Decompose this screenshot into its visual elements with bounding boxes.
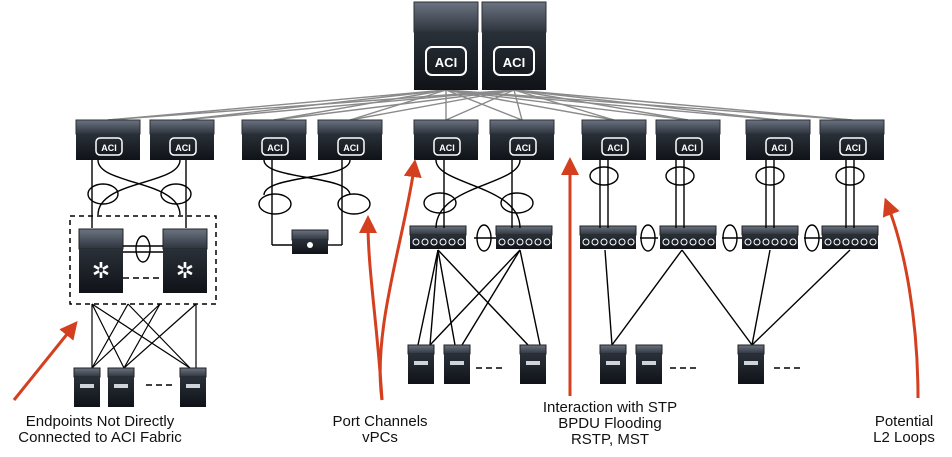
server-icon <box>635 344 663 384</box>
server-icon <box>407 344 435 384</box>
leaf-logo-text: ACI <box>681 143 697 153</box>
leaf-logo-text: ACI <box>607 143 623 153</box>
fabric-extender-icon <box>495 225 553 249</box>
caption-line: BPDU Flooding <box>558 415 662 432</box>
nexus-switch-icon: ✲ <box>78 228 124 293</box>
nexus-switch-icon: ✲ <box>162 228 208 293</box>
spine-logo-text: ACI <box>503 55 525 70</box>
aci-spine-switch-icon: ACI <box>425 46 467 76</box>
fabric-extender-icon <box>409 225 467 249</box>
svg-text:✲: ✲ <box>176 259 194 284</box>
endpoint-group-3-links <box>417 159 541 346</box>
leaf-switch-2: ACI <box>149 119 215 160</box>
leaf-switch-8: ACI <box>655 119 721 160</box>
endpoint-group-1 <box>87 159 192 228</box>
leaf-logo-text: ACI <box>343 143 359 153</box>
leaf-switch-4: ACI <box>317 119 383 160</box>
dashed-group-box <box>69 215 217 305</box>
leaf-logo-text: ACI <box>439 143 455 153</box>
aci-leaf-switch-icon: ACI <box>601 137 629 156</box>
caption-endpoints: Endpoints Not Directly Connected to ACI … <box>0 414 200 446</box>
fabric-extender-icon <box>821 225 879 249</box>
endpoint-group-4-links <box>589 160 865 346</box>
server-links-group-1 <box>91 303 197 369</box>
leaf-switch-1: ACI <box>75 119 141 160</box>
caption-line: RSTP, MST <box>570 431 650 448</box>
caption-line: vPCs <box>362 429 398 446</box>
aci-leaf-switch-icon: ACI <box>675 137 703 156</box>
caption-line: L2 Loops <box>873 429 935 446</box>
caption-line: Port Channels <box>332 413 428 430</box>
aci-leaf-switch-icon: ACI <box>839 137 867 156</box>
caption-portchannels: Port Channels vPCs <box>320 414 440 446</box>
aci-leaf-switch-icon: ACI <box>509 137 537 156</box>
svg-text:✲: ✲ <box>92 259 110 284</box>
aci-leaf-switch-icon: ACI <box>169 137 197 156</box>
server-icon <box>73 367 101 407</box>
spine-switch-1: ACI <box>413 1 479 90</box>
spine-logo-text: ACI <box>435 55 457 70</box>
fabric-extenders <box>409 225 879 249</box>
leaf-switch-7: ACI <box>581 119 647 160</box>
aci-leaf-switch-icon: ACI <box>765 137 793 156</box>
arrow-loops <box>882 197 920 399</box>
leaf-switch-6: ACI <box>489 119 555 160</box>
fabric-extender-icon <box>659 225 717 249</box>
leaf-switch-3: ACI <box>241 119 307 160</box>
caption-line: Potential <box>874 413 934 430</box>
server-icon <box>107 367 135 407</box>
leaf-logo-text: ACI <box>845 143 861 153</box>
caption-line: Endpoints Not Directly <box>25 413 175 430</box>
leaf-logo-text: ACI <box>771 143 787 153</box>
aci-leaf-switch-icon: ACI <box>95 137 123 156</box>
caption-stp: Interaction with STP BPDU Flooding RSTP,… <box>530 400 690 448</box>
leaf-logo-text: ACI <box>515 143 531 153</box>
spine-switch-2: ACI <box>481 1 547 90</box>
callout-arrows <box>12 157 920 401</box>
more-servers-ellipsis <box>146 367 804 386</box>
leaf-switch-9: ACI <box>745 119 811 160</box>
server-icon <box>443 344 471 384</box>
aci-leaf-switch-icon: ACI <box>337 137 365 156</box>
leaf-logo-text: ACI <box>267 143 283 153</box>
server-icon <box>599 344 627 384</box>
leaf-logo-text: ACI <box>175 143 191 153</box>
firewall-appliance-icon <box>291 229 329 254</box>
server-icon <box>737 344 765 384</box>
aci-spine-switch-icon: ACI <box>493 46 535 76</box>
caption-loops: Potential L2 Loops <box>856 414 952 446</box>
server-icon <box>179 367 207 407</box>
aci-leaf-switch-icon: ACI <box>261 137 289 156</box>
server-icon <box>519 344 547 384</box>
spine-leaf-links <box>107 89 853 121</box>
leaf-switches: ACI ACI ACI ACI ACI ACI ACI ACI ACI ACI <box>75 119 885 160</box>
leaf-switch-5: ACI <box>413 119 479 160</box>
caption-line: Connected to ACI Fabric <box>18 429 182 446</box>
aci-leaf-switch-icon: ACI <box>433 137 461 156</box>
arrow-portchannels-2 <box>359 215 384 401</box>
endpoint-group-2 <box>258 159 371 246</box>
leaf-logo-text: ACI <box>101 143 117 153</box>
fabric-extender-icon <box>741 225 799 249</box>
servers <box>73 344 765 407</box>
caption-line: Interaction with STP <box>542 399 678 416</box>
arrow-endpoints <box>12 320 78 401</box>
vpc-peer-link <box>123 235 163 279</box>
fabric-extender-icon <box>579 225 637 249</box>
leaf-switch-10: ACI <box>819 119 885 160</box>
